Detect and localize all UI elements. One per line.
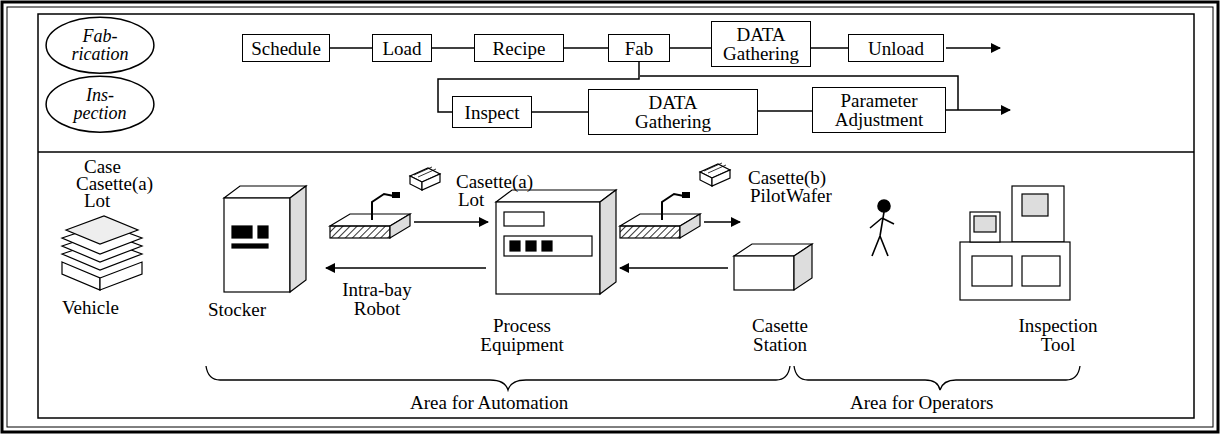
process-equipment-illustration — [496, 190, 616, 294]
robot-illustration — [410, 167, 440, 190]
process-equipment-illustration — [510, 241, 520, 251]
part-label: Lot — [458, 190, 484, 209]
operator-figure — [870, 212, 894, 256]
cassette-station-illustration — [794, 244, 812, 290]
robot-illustration — [700, 163, 730, 186]
process-equipment-illustration — [496, 202, 600, 294]
box-label: Parameter Adjustment — [819, 91, 939, 129]
ellipse-outline — [46, 17, 154, 73]
process-equipment-illustration — [600, 190, 616, 294]
flow-connector — [564, 47, 608, 49]
area-bracket — [794, 366, 1080, 390]
part-label: Process Equipment — [466, 316, 578, 354]
stocker-illustration — [232, 244, 268, 248]
stocker-illustration — [224, 198, 290, 292]
part-label: Intra-bay Robot — [336, 280, 418, 318]
process-box: DATA Gathering — [711, 21, 811, 67]
flow-connector — [758, 110, 812, 112]
flow-connector — [330, 47, 372, 49]
flow-connector — [532, 111, 588, 113]
part-label: Inspection Tool — [1012, 316, 1104, 354]
stage-ellipse: Ins- pection — [45, 75, 155, 133]
process-equipment-illustration — [542, 241, 552, 251]
part-label: Area for Automation — [410, 393, 568, 412]
part-label: PilotWafer — [750, 186, 832, 205]
frame-border — [38, 14, 1194, 418]
process-box: Parameter Adjustment — [812, 87, 946, 133]
cassette-station-illustration — [734, 244, 812, 290]
box-label: Ins- pection — [65, 86, 135, 122]
inspection-tool-illustration — [1022, 256, 1060, 286]
box-label: DATA Gathering — [623, 93, 723, 131]
vehicle-illustration — [66, 216, 138, 244]
box-label: Fab — [625, 39, 654, 58]
frame-border — [38, 151, 1194, 153]
process-box: Load — [372, 34, 432, 62]
stocker-illustration — [224, 186, 306, 292]
process-box: Unload — [848, 34, 944, 62]
flow-connector — [432, 47, 474, 49]
process-box: DATA Gathering — [588, 89, 758, 135]
transfer-arrow — [704, 221, 740, 223]
inspection-tool-illustration — [960, 242, 1070, 300]
box-label: Inspect — [465, 103, 520, 122]
box-label: Recipe — [493, 39, 546, 58]
transfer-arrow — [414, 221, 488, 223]
part-label: Lot — [84, 191, 110, 210]
robot-illustration — [620, 192, 700, 238]
frame-border — [7, 7, 1213, 427]
operator-figure — [878, 200, 890, 212]
process-equipment-illustration — [504, 236, 592, 256]
stocker-illustration — [232, 226, 252, 238]
process-box: Recipe — [474, 34, 564, 62]
inspection-tool-illustration — [970, 212, 1000, 242]
process-equipment-illustration — [496, 190, 616, 202]
stocker-illustration — [258, 226, 268, 238]
stocker-illustration — [290, 186, 306, 292]
part-label: Vehicle — [62, 298, 119, 317]
robot-illustration — [330, 192, 410, 238]
box-label: DATA Gathering — [717, 25, 805, 63]
vehicle-illustration — [62, 216, 142, 290]
part-label: Casette Station — [730, 316, 830, 354]
box-label: Load — [382, 39, 421, 58]
flow-connector — [670, 47, 711, 49]
process-box: Inspect — [452, 96, 532, 128]
cassette-station-illustration — [734, 256, 794, 290]
part-label: Stocker — [208, 300, 266, 319]
process-box: Schedule — [242, 34, 330, 62]
process-box: Fab — [608, 34, 670, 62]
box-label: Fab- rication — [65, 27, 135, 63]
inspection-tool-illustration — [972, 256, 1012, 286]
transfer-arrow — [326, 267, 486, 269]
operator-figure — [870, 200, 894, 256]
transfer-arrow — [620, 267, 728, 269]
inspection-tool-illustration — [1022, 194, 1048, 216]
process-equipment-illustration — [526, 241, 536, 251]
area-bracket — [206, 366, 1080, 390]
ellipse-outline — [46, 76, 154, 132]
box-label: Schedule — [251, 39, 321, 58]
inspection-tool-illustration — [960, 186, 1070, 300]
area-bracket — [206, 366, 790, 390]
part-label: Area for Operators — [850, 393, 993, 412]
inspection-tool-illustration — [974, 216, 996, 232]
flow-line — [946, 109, 1010, 111]
flow-line — [946, 47, 1000, 49]
box-label: Unload — [868, 39, 924, 58]
part-label: Casette(a) — [456, 172, 533, 191]
part-label: Casette(b) — [748, 168, 826, 187]
process-equipment-illustration — [504, 212, 544, 226]
inspection-tool-illustration — [1012, 186, 1064, 242]
flow-connector — [811, 47, 848, 49]
stage-ellipse: Fab- rication — [45, 16, 155, 74]
